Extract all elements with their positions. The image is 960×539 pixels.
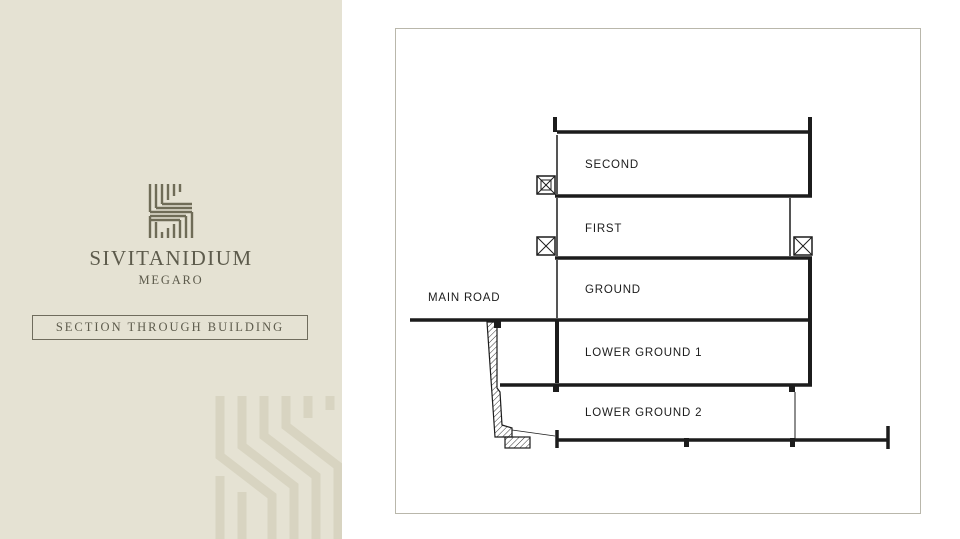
- level-first: [536, 198, 813, 260]
- retaining-wall: [486, 321, 556, 449]
- level-label-second: SECOND: [585, 159, 639, 171]
- slide-title: SECTION THROUGH BUILDING: [32, 315, 308, 340]
- brand-subtitle: MEGARO: [138, 273, 204, 287]
- brand-name: SIVITANIDIUM: [89, 246, 253, 270]
- level-label-first: FIRST: [585, 223, 622, 235]
- road-label: MAIN ROAD: [428, 292, 500, 304]
- level-lower-ground-2: [555, 392, 890, 449]
- level-label-lower-ground-2: LOWER GROUND 2: [585, 407, 702, 419]
- level-lower-ground-1: [494, 320, 812, 392]
- watermark-logo-icon: [215, 396, 342, 539]
- level-label-lower-ground-1: LOWER GROUND 1: [585, 347, 702, 359]
- level-ground: [410, 258, 812, 322]
- level-label-ground: GROUND: [585, 284, 641, 296]
- brand-panel: SIVITANIDIUM MEGARO SECTION THROUGH BUIL…: [0, 0, 342, 539]
- level-second: [536, 132, 812, 198]
- section-drawing-frame: [395, 28, 921, 514]
- roof: [553, 117, 812, 134]
- brand-logo-icon: [148, 184, 194, 238]
